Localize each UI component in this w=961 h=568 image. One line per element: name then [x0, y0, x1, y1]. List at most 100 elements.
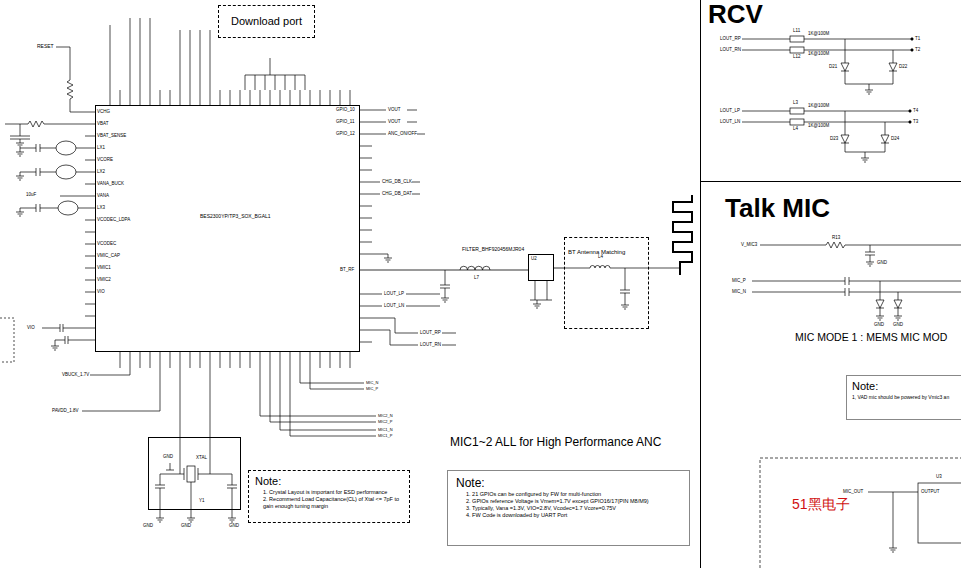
capacitor-symbol [620, 268, 630, 309]
signal-label: CHG_DB_CLK [382, 180, 412, 185]
signal-label: MIC_P [732, 279, 746, 284]
signal-label: MIC_N [366, 381, 378, 385]
left-pins [85, 112, 95, 340]
node-text: 1, VAD mic should be powered by Vmic3 an [852, 394, 956, 400]
signal-label: MIC_OUT [843, 490, 863, 495]
crystal-box: Y1 [148, 437, 241, 510]
antenna-symbol [673, 195, 692, 275]
signal-label: U3 [936, 475, 942, 480]
signal-label: MIC1~2 ALL for High Performance ANC [450, 436, 661, 448]
node-title: Note: [456, 476, 681, 491]
filter-chip: U2 [528, 254, 554, 281]
input-resistor [5, 121, 85, 127]
signal-label: BT_RF [340, 268, 354, 273]
mic-circuit [752, 242, 961, 568]
signal-label: GND [181, 524, 191, 529]
top-pins [110, 90, 350, 105]
signal-label: LOUT_RN [720, 48, 741, 53]
signal-label: L11 [793, 29, 800, 34]
signal-label: VOUT [388, 120, 401, 125]
signal-label: T1 [915, 37, 920, 42]
signal-label: L4 [793, 127, 798, 132]
signal-label: VANA_BUCK [97, 182, 124, 187]
signal-label: 1K@100M [808, 32, 829, 37]
signal-label: VCODEC [97, 242, 116, 247]
crystal-symbol [187, 466, 195, 482]
capacitor-symbol [16, 144, 85, 216]
signal-label: GND [877, 261, 887, 266]
node-title: Download port [223, 15, 310, 29]
signal-label: LOUT_LN [384, 304, 404, 309]
signal-label: LOUT_RP [720, 37, 741, 42]
rf-connector [554, 268, 564, 269]
signal-label: T4 [913, 109, 918, 114]
reset-resistor [56, 47, 85, 112]
signal-label: LOUT_LP [720, 109, 740, 114]
node-title: BT Antenna Matching [568, 249, 625, 256]
terminal-dot [911, 38, 913, 40]
section-panel: RCV [700, 0, 961, 182]
signal-label: MIC2_P [378, 420, 392, 424]
signal-label: LOUT_RP [420, 331, 441, 336]
signal-label: VANA [97, 194, 109, 199]
dashed-region [760, 458, 961, 568]
signal-label: LOUT_LN [720, 120, 740, 125]
signal-label: T3 [913, 120, 918, 125]
left-circuit [0, 47, 376, 437]
signal-label: V_MIC3 [741, 243, 757, 248]
signal-label: MIC_P [366, 387, 378, 391]
signal-label: XTAL [196, 456, 207, 461]
node-text: 1. 21 GPIOs can be configured by FW for … [456, 491, 681, 498]
note-box: Note:1, VAD mic should be powered by Vmi… [846, 375, 961, 420]
inductor-symbol [56, 165, 76, 179]
bt-rf-path [440, 195, 692, 309]
node-title: Note: [852, 380, 956, 394]
ic-package: BES2300YP/TP3_SOX_BGAL1 [95, 105, 360, 352]
bottom-pins [120, 352, 350, 368]
node-title: U2 [531, 257, 537, 262]
signal-label: ANC_ON/OFF [388, 132, 417, 137]
signal-label: GND [874, 323, 884, 328]
signal-label: MIC1_P [378, 434, 392, 438]
signal-label: LX3 [97, 206, 105, 211]
resistor-symbol [760, 242, 961, 248]
signal-label: OUTPUT [921, 490, 940, 495]
right-pins [360, 110, 372, 342]
signal-label: D21 [829, 65, 837, 70]
node-title: BES2300YP/TP3_SOX_BGAL1 [200, 214, 271, 220]
ground-symbol [372, 254, 392, 262]
signal-label: 1K@100M [808, 104, 829, 109]
signal-label: MIC_N [732, 290, 746, 295]
bottom-wires [82, 368, 376, 437]
esd-diode [876, 281, 902, 320]
capacitor-symbol [865, 245, 875, 266]
top-wires [110, 18, 305, 90]
filter-ground [530, 281, 552, 308]
capacitor-symbol [440, 270, 450, 302]
bracket [0, 318, 14, 362]
ferrite-bead [790, 36, 804, 42]
rf-connector [360, 270, 528, 271]
right-ic-wires [372, 110, 456, 345]
ferrite-bead [790, 47, 804, 53]
chip-symbol [918, 483, 961, 543]
signal-wires [372, 110, 456, 345]
node-title: Note: [255, 475, 403, 489]
signal-label: 1K@100M [808, 124, 829, 129]
signal-label: GPIO_10 [336, 108, 355, 113]
signal-label: VBAT_SENSE [97, 134, 126, 139]
rcv-wires [742, 39, 912, 122]
node-title: Talk MIC [725, 194, 830, 223]
capacitor-symbol [10, 124, 85, 350]
signal-label: D23 [830, 137, 838, 142]
signal-label: VMIC2 [97, 278, 111, 283]
ferrite-bead [790, 119, 804, 125]
signal-label: RESET [37, 44, 54, 49]
signal-label: CHG_DB_DAT [382, 192, 412, 197]
signal-label: GND [893, 323, 903, 328]
mic-wires [752, 277, 961, 296]
signal-label: T2 [915, 48, 920, 53]
signal-label: MIC2_N [378, 414, 393, 418]
matching-wire [564, 268, 680, 275]
